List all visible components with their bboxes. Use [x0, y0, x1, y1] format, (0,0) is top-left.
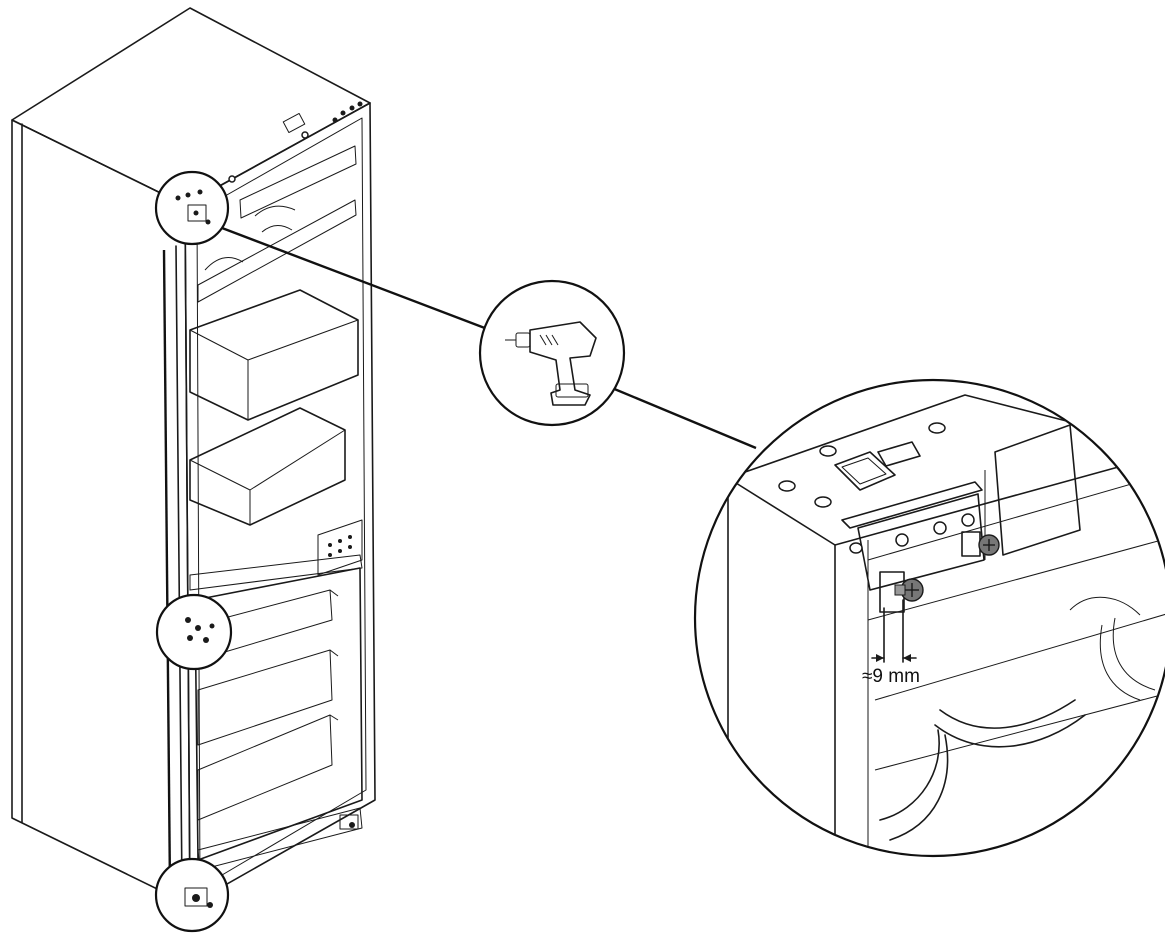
leader-line — [221, 226, 757, 450]
appliance-cabinet — [11, 7, 376, 906]
bottom-hinge-marker — [154, 857, 230, 933]
middle-hinge-marker — [155, 593, 233, 671]
measurement-label: ≈9 mm — [862, 666, 920, 687]
hinge-screw-icon — [961, 531, 1000, 557]
top-hinge-marker — [154, 170, 230, 246]
hinge-detail-callout: ≈9 mm — [693, 378, 1165, 858]
cordless-drill-icon — [478, 279, 626, 427]
hinge-screw-icon — [879, 571, 924, 613]
